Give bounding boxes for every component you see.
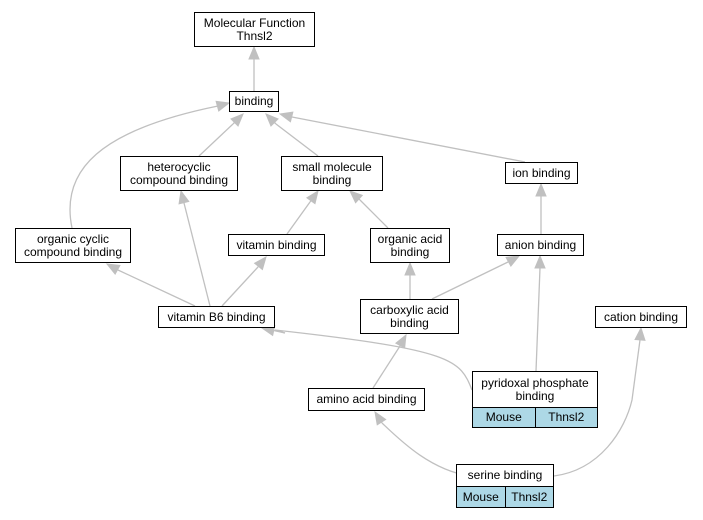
edge-serine-to-cation (553, 339, 641, 477)
edge-amino-acid-to-carboxylic-arrowhead (394, 333, 407, 349)
edge-vitamin-b6-to-organic-cyclic (117, 269, 196, 307)
edge-organic-acid-to-small-molecule (359, 199, 389, 229)
edge-carboxylic-to-anion (431, 261, 509, 300)
edge-serine-to-amino-acid-arrowhead (374, 410, 387, 426)
node-anion-binding[interactable]: anion binding (497, 234, 584, 256)
edge-plp-to-vitamin-b6-connector (273, 329, 286, 334)
edge-vitamin-b6-to-organic-cyclic-arrowhead (105, 263, 121, 276)
edge-vitamin-b6-to-heterocyclic (183, 202, 211, 307)
edge-plp-to-anion (535, 267, 541, 372)
node-heterocyclic-compound-binding[interactable]: heterocyclic compound binding (120, 156, 238, 191)
edge-vitamin-to-small-molecule-arrowhead (305, 189, 319, 205)
node-pyridoxal-phosphate-binding[interactable]: pyridoxal phosphate binding (472, 371, 598, 408)
edge-heterocyclic-to-binding (198, 123, 234, 157)
edge-carboxylic-to-anion-arrowhead (505, 255, 521, 268)
plp-annotation-gene[interactable]: Thnsl2 (535, 407, 598, 428)
edge-small-molecule-to-binding-arrowhead (265, 113, 279, 127)
node-ion-binding[interactable]: ion binding (505, 162, 578, 184)
edge-vitamin-b6-to-heterocyclic-arrowhead (178, 189, 190, 205)
node-organic-acid-binding[interactable]: organic acid binding (370, 228, 450, 263)
edge-vitamin-to-small-molecule-connector (309, 200, 312, 203)
node-cation-binding[interactable]: cation binding (595, 306, 687, 328)
edge-small-molecule-to-binding-connector (274, 122, 277, 125)
edge-vitamin-b6-to-vitamin-connector (257, 265, 260, 268)
edge-ion-to-binding-arrowhead (278, 111, 294, 123)
node-small-molecule-binding[interactable]: small molecule binding (281, 156, 383, 191)
edge-small-molecule-to-binding (275, 123, 319, 157)
edge-ion-to-binding (291, 116, 526, 163)
edge-organic-acid-to-small-molecule-connector (358, 198, 361, 201)
edge-binding-to-root-arrowhead (248, 45, 260, 60)
serine-annotation-row: Mouse Thnsl2 (456, 486, 554, 508)
serine-annotation-species[interactable]: Mouse (456, 486, 506, 508)
edge-plp-to-anion-arrowhead (534, 254, 546, 269)
serine-annotation-gene[interactable]: Thnsl2 (505, 486, 554, 508)
edge-organic-cyclic-to-binding (69, 105, 219, 229)
plp-annotation-row: Mouse Thnsl2 (472, 407, 598, 428)
edge-amino-acid-to-carboxylic (372, 345, 401, 389)
edge-vitamin-b6-to-vitamin-arrowhead (253, 255, 267, 271)
node-vitamin-binding[interactable]: vitamin binding (228, 234, 325, 256)
node-molecular-function-thnsl2[interactable]: Molecular Function Thnsl2 (194, 12, 315, 47)
node-amino-acid-binding[interactable]: amino acid binding (308, 388, 425, 411)
edge-anion-to-ion-arrowhead (535, 182, 547, 197)
edge-vitamin-b6-to-vitamin (221, 266, 259, 307)
node-vitamin-b6-binding[interactable]: vitamin B6 binding (158, 306, 275, 328)
edge-heterocyclic-to-binding-connector (232, 122, 235, 125)
edge-vitamin-to-small-molecule (286, 201, 311, 235)
edge-serine-to-amino-acid-connector (380, 421, 383, 424)
node-binding[interactable]: binding (229, 91, 279, 112)
node-serine-binding[interactable]: serine binding (456, 464, 554, 487)
edge-carboxylic-to-organic-acid-arrowhead (404, 261, 416, 276)
node-organic-cyclic-compound-binding[interactable]: organic cyclic compound binding (15, 228, 131, 263)
plp-annotation-species[interactable]: Mouse (472, 407, 536, 428)
edge-plp-to-vitamin-b6 (274, 329, 473, 391)
node-carboxylic-acid-binding[interactable]: carboxylic acid binding (360, 299, 459, 334)
edge-serine-to-cation-arrowhead (634, 326, 646, 341)
